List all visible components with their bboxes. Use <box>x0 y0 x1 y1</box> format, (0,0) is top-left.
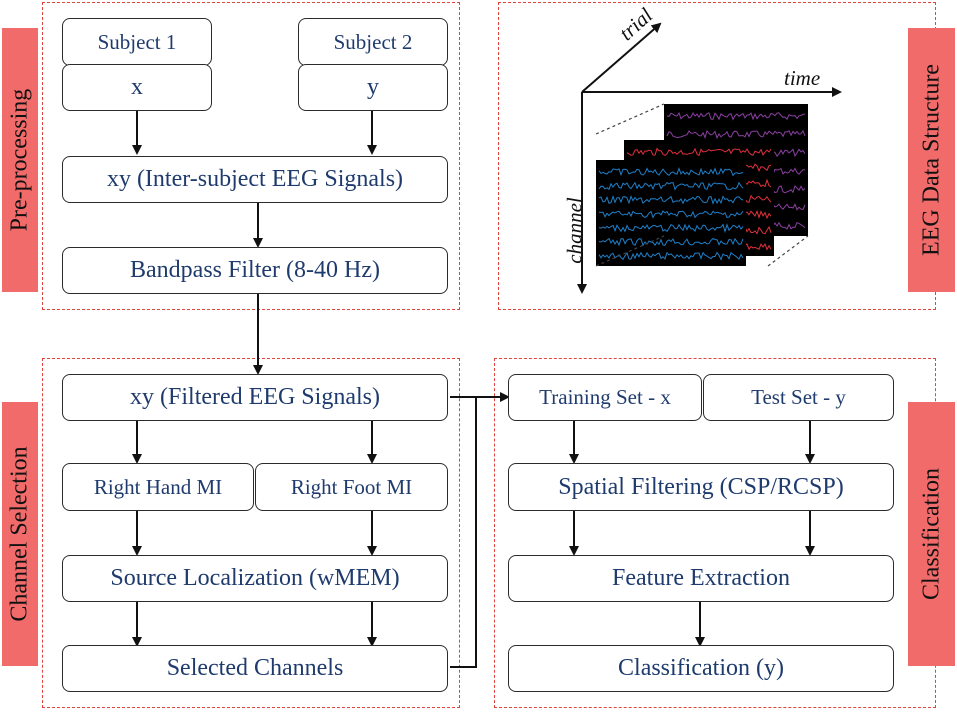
subject1-box: Subject 1 <box>62 18 212 66</box>
x-box: x <box>62 64 212 111</box>
eeg-signal-trace <box>626 147 772 157</box>
right-foot-box: Right Foot MI <box>255 463 448 511</box>
eeg-signal-trace <box>598 210 744 219</box>
inter-subject-box: xy (Inter-subject EEG Signals) <box>62 156 448 203</box>
eeg-signal-trace <box>598 167 744 177</box>
right-hand-box: Right Hand MI <box>62 463 254 511</box>
channel-axis-label: channel <box>562 197 587 264</box>
preprocessing-panel <box>42 2 460 310</box>
selected-channels-box: Selected Channels <box>62 645 448 692</box>
eeg-signal-trace <box>598 223 744 234</box>
eeg-signal-trace <box>598 181 744 191</box>
eeg-signal-trace <box>666 111 806 121</box>
subject2-box: Subject 2 <box>298 18 448 66</box>
eeg-signal-trace <box>598 194 744 205</box>
eeg-signal-trace <box>666 129 806 140</box>
bandpass-box: Bandpass Filter (8-40 Hz) <box>62 247 448 294</box>
time-axis-label: time <box>784 66 821 90</box>
feature-extraction-box: Feature Extraction <box>508 555 894 602</box>
source-localization-box: Source Localization (wMEM) <box>62 555 448 602</box>
channel-selection-side-label: Channel Selection <box>2 402 38 666</box>
y-box: y <box>298 64 448 111</box>
channel-selection-panel <box>42 358 460 708</box>
training-set-box: Training Set - x <box>508 374 702 421</box>
trial-axis <box>581 22 662 93</box>
test-set-box: Test Set - y <box>703 374 894 421</box>
eeg-structure-side-label: EEG Data Structure <box>908 28 955 292</box>
eeg-signal-trace <box>598 251 744 261</box>
classification-side-label: Classification <box>908 402 955 666</box>
spatial-filtering-box: Spatial Filtering (CSP/RCSP) <box>508 463 894 511</box>
eeg-signal-trace <box>598 237 744 247</box>
preprocessing-side-label: Pre-processing <box>2 28 38 292</box>
line-selected-to-training <box>450 397 477 668</box>
classification-y-box: Classification (y) <box>508 645 894 692</box>
filtered-box: xy (Filtered EEG Signals) <box>62 374 448 421</box>
